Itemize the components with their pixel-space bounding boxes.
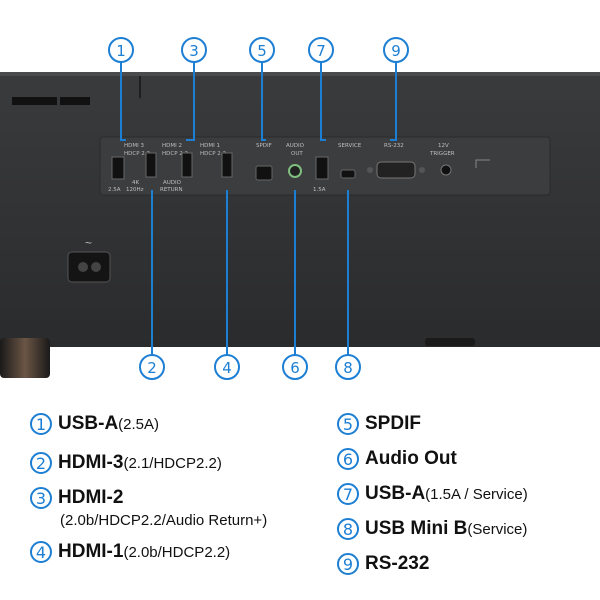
legend-label: USB Mini B [365,518,468,539]
label-audio-out: OUT [291,151,303,157]
label-hdmi1: HDMI 1 [200,143,220,149]
leader-1 [120,62,126,141]
callout-4 [214,354,240,380]
screw [367,167,373,173]
left-foot [0,338,50,378]
legend-num-9: 9 [337,553,359,575]
leader-3 [186,62,195,141]
audio-out-port [288,164,302,178]
label-25a: 2.5A [108,187,121,193]
label-spdif: SPDIF [256,143,272,149]
legend-label: RS-232 [365,553,430,574]
usb-a-port-2 [315,156,329,180]
trigger-port [440,164,452,176]
callout-6 [282,354,308,380]
power-pin [78,262,88,272]
legend-num-3: 3 [30,487,52,509]
label-4k: 4K [132,180,139,186]
leader-7 [320,62,326,141]
legend-label: USB-A [58,413,119,434]
callout-3-label: 3 [189,42,199,60]
label-hdcp: HDCP 2.2 [124,151,150,157]
label-audio-out: AUDIO [286,143,305,149]
callout-2-label: 2 [147,359,157,377]
callout-7-label: 7 [316,42,326,60]
legend-item-3: 3 HDMI-2 [30,487,123,509]
legend-num-6: 6 [337,448,359,470]
legend-num-8: 8 [337,518,359,540]
legend-label: HDMI-3 [58,452,124,473]
callout-8 [335,354,361,380]
callout-8-label: 8 [343,359,353,377]
right-foot [425,338,475,346]
usb-a-port-1 [111,156,125,180]
label-service: SERVICE [338,143,362,149]
legend-item-8: 8 USB Mini B (Service) [337,518,527,540]
legend-item-1: 1 USB-A (2.5A) [30,413,159,435]
panel-mark [475,159,490,168]
legend-label: Audio Out [365,448,457,469]
vent-slot [12,97,57,105]
callout-9-label: 9 [391,42,401,60]
legend-item-4: 4 HDMI-1 (2.0b/HDCP2.2) [30,541,230,563]
projector-body [0,72,600,347]
hdmi-3-port [145,152,157,178]
legend-num-7: 7 [337,483,359,505]
legend-detail: (1.5A / Service) [425,485,528,503]
legend-num-2: 2 [30,452,52,474]
callout-4-label: 4 [222,359,232,377]
label-hdcp: HDCP 2.2 [162,151,188,157]
label-hdmi3: HDMI 3 [124,143,144,149]
screw [419,167,425,173]
legend-item-5: 5 SPDIF [337,413,421,435]
ac-symbol: ~ [85,236,92,250]
legend-num-4: 4 [30,541,52,563]
legend-num-1: 1 [30,413,52,435]
callout-2 [139,354,165,380]
vent-slot [60,97,90,105]
legend-item-7: 7 USB-A (1.5A / Service) [337,483,528,505]
callout-1-label: 1 [116,42,126,60]
label-trigger: TRIGGER [429,151,455,157]
leader-9 [390,62,397,141]
label-audio-return: AUDIO [163,180,182,186]
power-pin [91,262,101,272]
callout-6-label: 6 [290,359,300,377]
legend-label: SPDIF [365,413,421,434]
legend-label: HDMI-1 [58,541,124,562]
label-return: RETURN [160,187,183,193]
power-socket [67,251,111,283]
legend-sub-3: (2.0b/HDCP2.2/Audio Return+) [60,512,268,529]
label-15a: 1.5A [313,187,326,193]
legend-item-6: 6 Audio Out [337,448,457,470]
legend-detail: (Service) [467,520,528,538]
legend-item-9: 9 RS-232 [337,553,429,575]
hdmi-2-port [181,152,193,178]
hdmi-1-port [221,152,233,178]
label-rs232: RS-232 [384,143,404,149]
rs232-port [376,161,416,179]
legend-item-2: 2 HDMI-3 (2.1/HDCP2.2) [30,452,222,474]
leader-5 [261,62,266,141]
spdif-port [255,165,273,181]
legend-label: HDMI-2 [58,487,124,508]
label-hdmi2: HDMI 2 [162,143,182,149]
projector-top-edge [0,72,600,76]
legend-num-5: 5 [337,413,359,435]
label-120hz: 120Hz [126,187,144,193]
legend-detail: (2.0b/HDCP2.2) [123,543,231,561]
legend-label: USB-A [365,483,426,504]
legend-detail: (2.5A) [118,415,160,433]
label-trigger: 12V [438,143,449,149]
legend-detail: (2.1/HDCP2.2) [123,454,222,472]
label-hdcp: HDCP 2.2 [200,151,226,157]
callout-5-label: 5 [257,42,267,60]
usb-mini-b-port [340,169,356,179]
